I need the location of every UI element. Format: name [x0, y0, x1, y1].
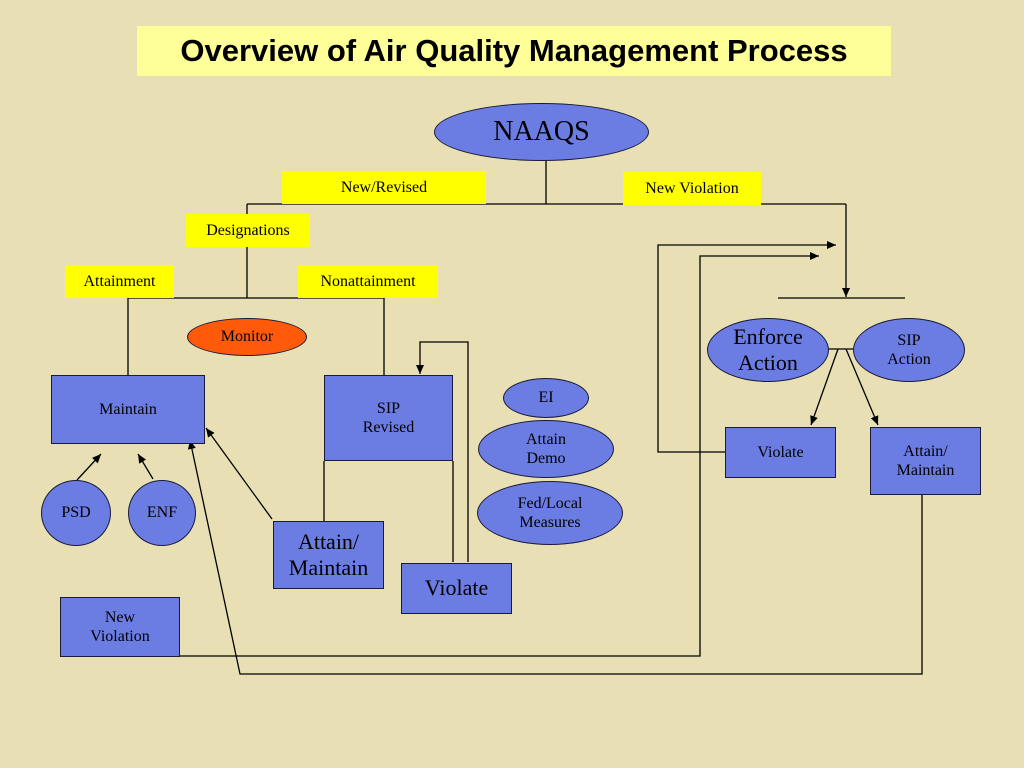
- new-revised-label: New/Revised: [282, 171, 486, 204]
- ei-node: EI: [503, 378, 589, 418]
- maintain-box: Maintain: [51, 375, 205, 444]
- naaqs-node: NAAQS: [434, 103, 649, 161]
- attainment-label: Attainment: [65, 265, 174, 298]
- attain-demo-node: Attain Demo: [478, 420, 614, 478]
- page-title: Overview of Air Quality Management Proce…: [137, 26, 891, 76]
- new-violation-path-arrow: [180, 252, 819, 657]
- new-violation-bottom-box: New Violation: [60, 597, 180, 657]
- sip-revised-box: SIP Revised: [324, 375, 453, 461]
- sip-action-node: SIP Action: [853, 318, 965, 382]
- violate-right-loop-arrow: [657, 241, 836, 453]
- attain-right-return-arrow: [187, 439, 923, 675]
- attain-maintain-left-box: Attain/ Maintain: [273, 521, 384, 589]
- psd-arrow: [76, 453, 102, 481]
- violate-loop-arrow: [416, 341, 469, 562]
- new-violation-top-label: New Violation: [623, 172, 761, 205]
- enf-arrow: [137, 453, 154, 480]
- attain-to-maintain-arrow: [205, 427, 273, 520]
- fed-local-measures-node: Fed/Local Measures: [477, 481, 623, 545]
- enforce-to-violate-arrow: [810, 348, 839, 426]
- violate-center-box: Violate: [401, 563, 512, 614]
- attain-maintain-right-box: Attain/ Maintain: [870, 427, 981, 495]
- enf-node: ENF: [128, 480, 196, 546]
- violate-right-box: Violate: [725, 427, 836, 478]
- psd-node: PSD: [41, 480, 111, 546]
- designations-label: Designations: [186, 214, 310, 247]
- enforce-action-node: Enforce Action: [707, 318, 829, 382]
- monitor-node: Monitor: [187, 318, 307, 356]
- enforce-to-attain-arrow: [845, 348, 879, 426]
- nonattainment-label: Nonattainment: [298, 265, 438, 298]
